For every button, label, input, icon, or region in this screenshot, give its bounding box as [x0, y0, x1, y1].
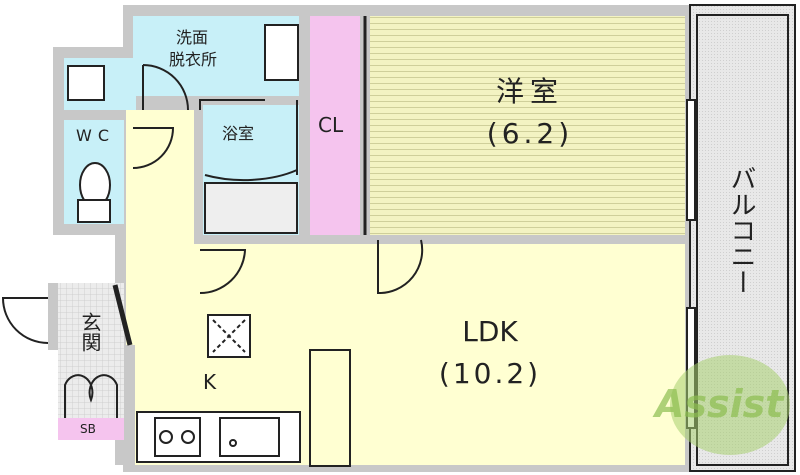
kitchen-counter: [136, 411, 301, 463]
washroom-label-2: 脱衣所: [169, 50, 218, 69]
western-room: [370, 16, 685, 235]
closet-room: [310, 16, 360, 235]
balcony-label: バルコニー: [726, 165, 756, 295]
shoe-box: [58, 418, 124, 440]
bathtub-icon: [204, 182, 298, 234]
bath-label: 浴室: [222, 124, 255, 143]
wc-label: WC: [76, 126, 115, 145]
shoe-box-label: SB: [80, 422, 96, 436]
washroom-label-1: 洗面: [176, 28, 209, 47]
entrance-label: 玄関: [78, 312, 102, 352]
ldk-size: (10.2): [438, 357, 542, 390]
refrigerator-space: [309, 349, 351, 467]
washer-pan-icon: [67, 65, 105, 101]
ldk-label: LDK: [462, 315, 518, 348]
watermark-text: Assist: [655, 382, 784, 426]
window-western: [686, 99, 696, 221]
watermark-logo: [670, 355, 790, 455]
doors: [1, 64, 424, 344]
western-room-label: 洋室: [495, 75, 564, 108]
wash-basin-icon: [264, 24, 299, 81]
western-room-size: (6.2): [486, 117, 574, 150]
closet-label: CL: [318, 113, 344, 137]
kitchen-label: K: [203, 370, 217, 394]
toilet-icon: [77, 162, 111, 223]
